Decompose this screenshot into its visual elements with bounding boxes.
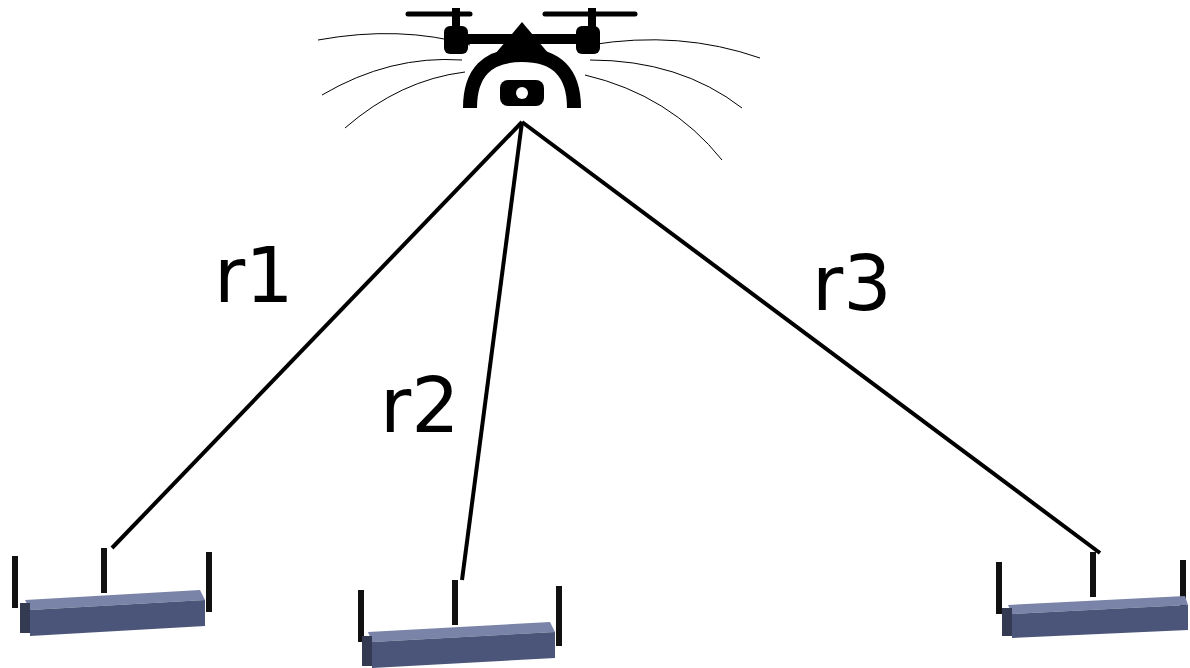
distance-label: r2 xyxy=(378,368,462,444)
distance-label: r3 xyxy=(810,246,894,322)
radio-links xyxy=(112,122,1100,580)
distance-label: r1 xyxy=(212,238,296,314)
signal-waves xyxy=(318,34,760,160)
router-left xyxy=(12,548,212,636)
drone-icon xyxy=(408,8,635,108)
router-middle xyxy=(358,580,562,668)
router-right xyxy=(996,552,1188,638)
